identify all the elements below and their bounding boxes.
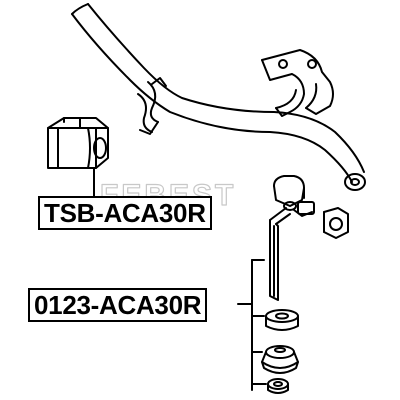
stabilizer-bushing [47,117,109,169]
link-nut [323,207,349,239]
link-bushing-upper [265,309,299,331]
bar-clamp [137,77,167,135]
link-washer [267,378,289,394]
stabilizer-link [269,175,315,301]
part-number-link: 0123-ACA30R [28,288,208,322]
part-number-bushing: TSB-ACA30R [38,196,212,230]
stabilizer-bar [71,3,366,191]
leader-lines-link [237,259,267,391]
bushing-bracket [261,49,334,117]
link-bushing-lower [261,345,299,374]
